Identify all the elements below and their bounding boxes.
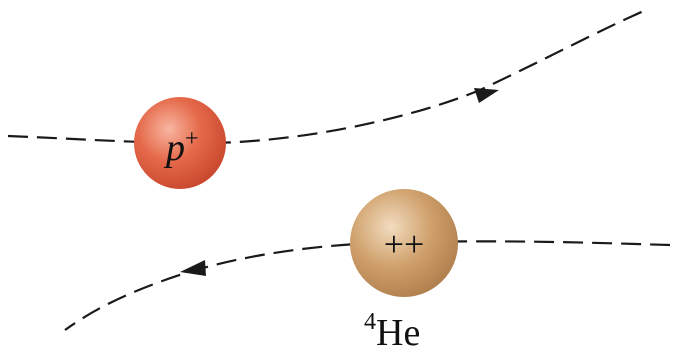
helium-isotope-label: 4He [364, 309, 420, 354]
helium-direction-arrow [180, 260, 206, 276]
helium-charge-label: ++ [384, 224, 425, 264]
helium-particle: ++ [350, 189, 458, 297]
helium-isotope-mass: 4 [364, 309, 376, 335]
helium-sphere [350, 189, 458, 297]
helium-isotope-symbol: He [376, 312, 420, 354]
helium-trajectory-path [64, 240, 671, 331]
proton-label-charge: + [185, 126, 199, 152]
proton-label-base: p [163, 127, 185, 169]
proton-particle: p+ [134, 97, 226, 189]
proton-sphere [134, 97, 226, 189]
proton-label: p+ [163, 126, 199, 169]
proton-trajectory-path [7, 8, 647, 145]
proton-direction-arrow [474, 88, 499, 103]
